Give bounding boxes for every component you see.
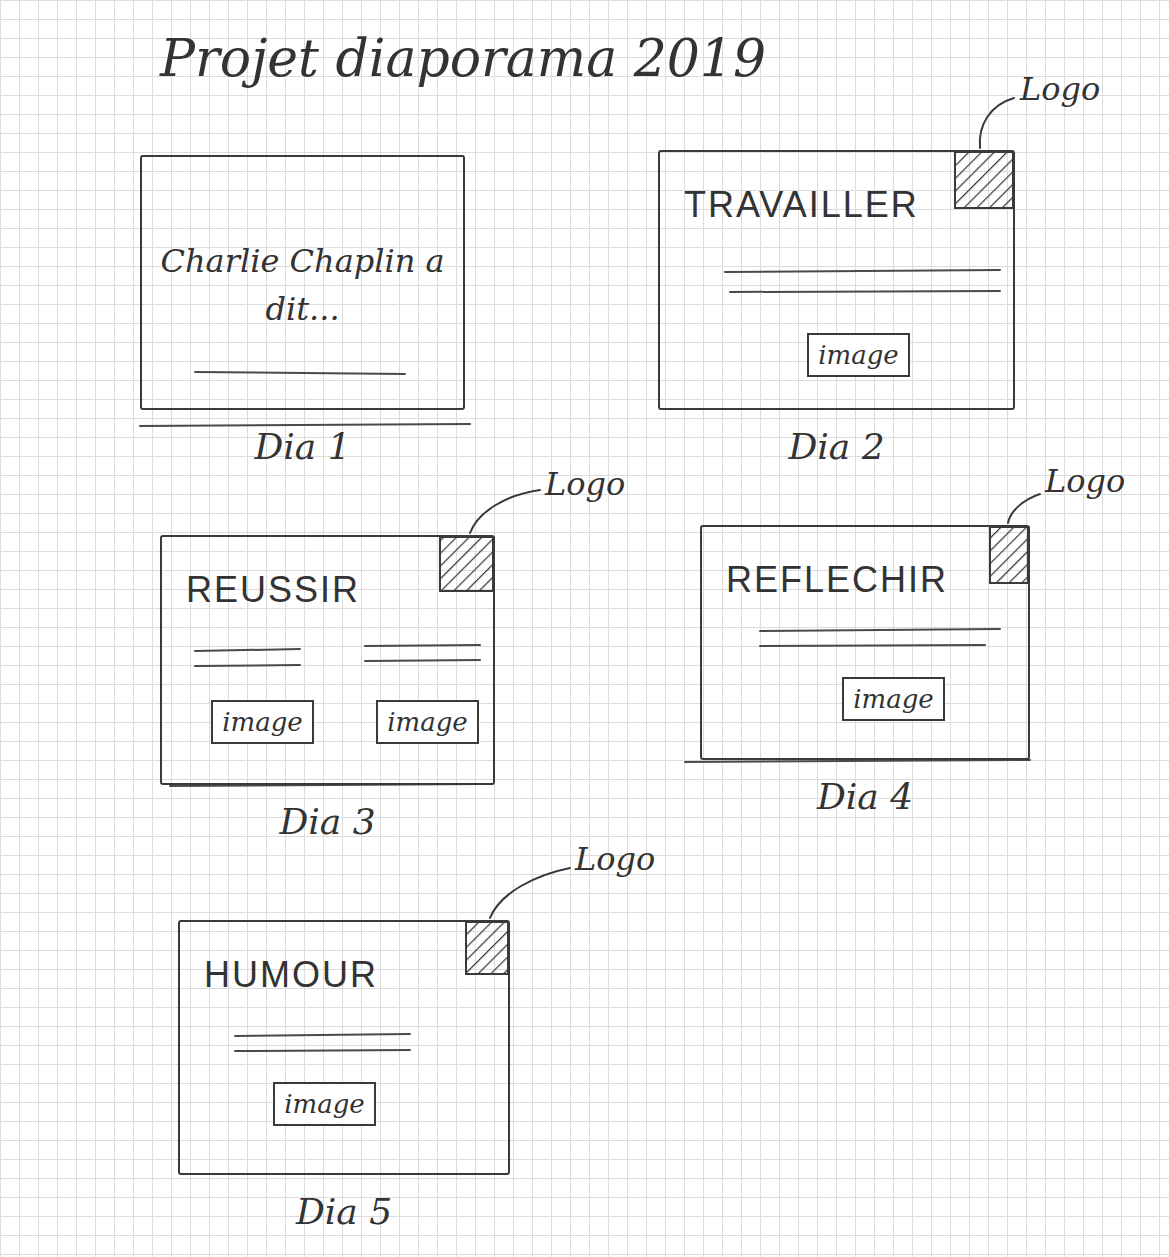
callout-label: Logo [1045,462,1125,500]
underline [685,760,1030,762]
image-label: image [387,707,468,737]
slide-frame: TRAVAILLERDia 2image [658,150,1015,410]
slide-number: Dia 1 [142,426,463,467]
text-line [760,645,985,646]
callout-label: Logo [1020,70,1100,108]
text-line [195,372,405,374]
leader-lines [470,98,1040,918]
logo-square [466,922,508,974]
slide-number: Dia 2 [660,426,1013,467]
slide-number: Dia 5 [180,1191,508,1232]
underline [140,424,470,426]
image-placeholder: image [807,333,910,377]
page-title: Projet diaporama 2019 [160,28,766,88]
text-line [235,1050,410,1051]
slide-heading: HUMOUR [204,954,378,996]
slide-heading: REFLECHIR [726,559,948,601]
leader-line [490,868,570,918]
image-label: image [818,340,899,370]
logo-square [440,537,493,591]
callout-label: Logo [545,465,625,503]
slide-heading: TRAVAILLER [684,184,919,226]
text-line [760,629,1000,631]
logo-squares [440,152,1028,974]
slide-frame: Charlie Chaplin a dit...Dia 1 [140,155,465,410]
logo-square [955,152,1013,208]
placeholder-lines [140,270,1030,1051]
image-placeholder: image [842,677,945,721]
slide-number: Dia 3 [162,801,493,842]
slide-heading: REUSSIR [186,569,360,611]
callout-label: Logo [575,840,655,878]
quote-text: Charlie Chaplin a dit... [152,237,453,333]
text-line [725,270,1000,272]
image-placeholder: image [376,700,479,744]
text-line [730,291,1000,292]
image-label: image [222,707,303,737]
image-label: image [284,1089,365,1119]
image-label: image [853,684,934,714]
slide-frame: REFLECHIRDia 4image [700,525,1030,760]
text-line [195,665,300,666]
leader-line [470,490,540,533]
text-line [235,1034,410,1036]
text-line [365,645,480,646]
slide-frame: REUSSIRDia 3imageimage [160,535,495,785]
image-placeholder: image [211,700,314,744]
slide-frame: HUMOURDia 5image [178,920,510,1175]
logo-square [990,527,1028,583]
text-line [195,649,300,651]
slide-number: Dia 4 [702,776,1028,817]
text-line [365,660,480,661]
image-placeholder: image [273,1082,376,1126]
leader-line [980,98,1014,148]
leader-line [1008,494,1040,523]
